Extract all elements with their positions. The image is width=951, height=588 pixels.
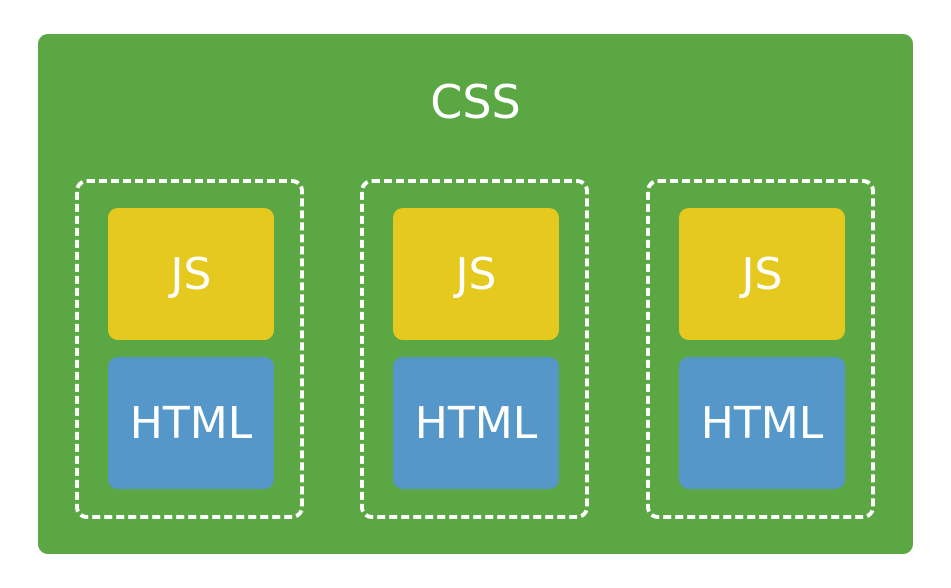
css-label: CSS: [430, 75, 521, 129]
component-group-2: [360, 179, 589, 519]
js-box-3: JS: [679, 208, 845, 340]
js-box-2: JS: [393, 208, 559, 340]
html-box-1: HTML: [108, 357, 274, 489]
html-box-2: HTML: [393, 357, 559, 489]
component-group-1: [75, 179, 304, 519]
js-box-1: JS: [108, 208, 274, 340]
html-box-3: HTML: [679, 357, 845, 489]
component-group-3: [646, 179, 875, 519]
